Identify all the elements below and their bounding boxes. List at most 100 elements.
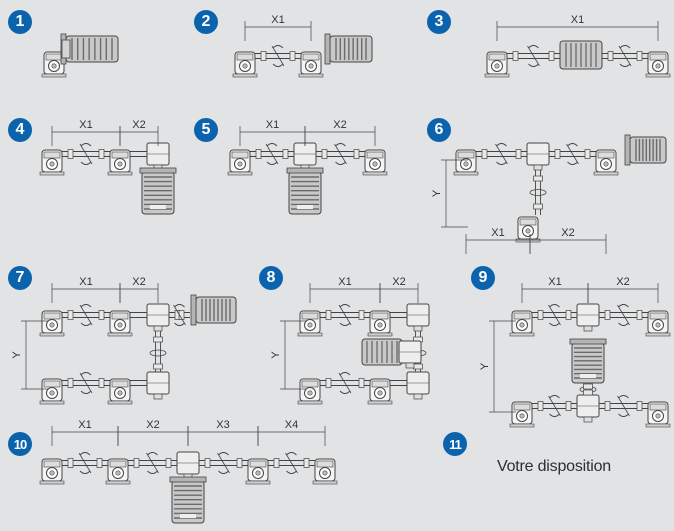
layout-8-gearbox-top-2: [367, 310, 393, 337]
layout-4-motor: [139, 167, 177, 215]
dimension-label: X2: [333, 119, 346, 131]
layout-9-dim-x1: X1: [521, 276, 589, 303]
layout-6-dim-x2: X2: [529, 227, 607, 254]
option-badge-7[interactable]: 7: [8, 266, 32, 290]
layout-9-shaft-top-left: [532, 304, 577, 326]
dimension-label: X1: [78, 419, 91, 431]
layout-2-gearbox-right: [298, 51, 324, 78]
layout-7-bevel-gearbox-top: [146, 303, 170, 332]
layout-5-dim-x2: X2: [304, 119, 376, 146]
layout-6-shaft-right: [549, 143, 596, 165]
dimension-label: Y: [479, 362, 491, 370]
layout-10-dim-x1: X1: [51, 419, 119, 446]
option-badge-1[interactable]: 1: [8, 10, 32, 34]
layout-3-dim-x1: X1: [496, 14, 659, 41]
layout-3-shaft-left: [507, 45, 560, 67]
layout-9-motor: [569, 338, 607, 384]
layout-7-gearbox-bottom-2: [107, 378, 133, 405]
layout-5-gearbox-left: [227, 149, 253, 176]
dimension-label: X2: [132, 119, 145, 131]
dimension-label: X1: [271, 14, 284, 26]
layout-9-gearbox-bottom-left: [509, 401, 535, 428]
dimension-label: X4: [285, 419, 298, 431]
layout-7-shaft-bottom-2: [130, 380, 147, 386]
layout-4-dim-x2: X2: [119, 119, 159, 146]
option-badge-2[interactable]: 2: [194, 10, 218, 34]
layout-5-gearbox-right: [362, 149, 388, 176]
layout-10-gearbox-1: [39, 458, 65, 485]
dimension-label: Y: [431, 189, 443, 197]
layout-6-dim-y: Y: [431, 159, 468, 228]
layout-7-shaft-vertical: [149, 331, 167, 375]
layout-8-shaft-bottom-2: [390, 380, 407, 386]
custom-arrangement-label: Votre disposition: [497, 458, 612, 475]
layout-5-motor: [286, 167, 324, 215]
option-badge-11[interactable]: 11: [443, 432, 467, 456]
option-badge-10[interactable]: 10: [8, 432, 32, 456]
dimension-label: X1: [548, 276, 561, 288]
layout-7-motor: [190, 294, 237, 326]
dimension-label: X1: [571, 14, 584, 26]
layout-3-shaft-right: [602, 45, 648, 67]
layout-2-dim-x1: X1: [244, 14, 312, 41]
layout-9-dim-y: Y: [479, 320, 516, 413]
layout-9-shaft-bottom-left: [532, 395, 577, 417]
layout-6-bevel-gearbox: [526, 142, 550, 171]
layout-5-bevel-gearbox: [293, 142, 317, 171]
layout-5-shaft-right: [316, 143, 365, 165]
option-badge-4[interactable]: 4: [8, 118, 32, 142]
dimension-label: X2: [561, 227, 574, 239]
layout-8-bevel-gearbox-bottom: [406, 371, 430, 400]
dimension-label: X1: [266, 119, 279, 131]
layout-8-dim-x1: X1: [309, 276, 381, 303]
layout-10-dim-x4: X4: [257, 419, 326, 446]
layout-9-gearbox-top-left: [509, 310, 535, 337]
option-badge-5[interactable]: 5: [194, 118, 218, 142]
layout-10-dim-x3: X3: [187, 419, 259, 446]
option-badge-8[interactable]: 8: [259, 266, 283, 290]
layout-7-shaft-top-1: [62, 304, 110, 326]
layout-10-gearbox-4: [312, 458, 338, 485]
layout-10-shaft-2: [128, 452, 177, 474]
dimension-label: Y: [11, 351, 23, 359]
dimension-label: X3: [216, 419, 229, 431]
layout-10-shaft-4: [268, 452, 315, 474]
layout-6-gearbox-right: [593, 149, 619, 176]
layout-9-bevel-gearbox-bottom: [576, 394, 600, 423]
layout-10-gearbox-2: [105, 458, 131, 485]
dimension-label: X1: [79, 119, 92, 131]
layout-7-gearbox-bottom-1: [39, 378, 65, 405]
layout-3-gearbox-left: [484, 51, 510, 78]
layout-6-shaft-left: [476, 143, 527, 165]
layout-1-adapter: [61, 39, 71, 59]
layout-8-bevel-gearbox-motor: [398, 340, 422, 369]
layout-10-gearbox-3: [245, 458, 271, 485]
layout-4-shaft-1: [62, 143, 110, 165]
option-badge-9[interactable]: 9: [471, 266, 495, 290]
layout-7-shaft-bottom-1: [62, 372, 110, 394]
dimension-label: X2: [132, 276, 145, 288]
layout-9-shaft-vertical: [579, 383, 597, 396]
option-badge-6[interactable]: 6: [427, 118, 451, 142]
layout-9-dim-x2: X2: [587, 276, 659, 303]
layout-8-shaft-top-2: [390, 312, 407, 318]
layout-7-dim-x2: X2: [119, 276, 159, 303]
option-badge-3[interactable]: 3: [427, 10, 451, 34]
layout-9-shaft-bottom-right: [599, 395, 648, 417]
layout-2-shaft: [255, 45, 301, 67]
layout-6-dim-x1: X1: [465, 227, 531, 254]
layout-8-dim-y: Y: [270, 320, 307, 390]
layout-9-bevel-gearbox-top: [576, 303, 600, 332]
layout-7-bevel-gearbox-bottom: [146, 371, 170, 400]
layout-7-shaft-motor: [169, 304, 190, 326]
layout-5-shaft-left: [250, 143, 294, 165]
layout-7-dim-y: Y: [11, 320, 48, 390]
layout-7-shaft-top-2: [130, 312, 147, 318]
layout-8-gearbox-bottom-2: [367, 378, 393, 405]
layout-4-shaft-2: [130, 151, 147, 157]
layout-6-shaft-vertical: [529, 170, 547, 215]
dimension-label: X1: [79, 276, 92, 288]
layout-8-gearbox-top-1: [297, 310, 323, 337]
layout-10-motor: [169, 476, 207, 524]
